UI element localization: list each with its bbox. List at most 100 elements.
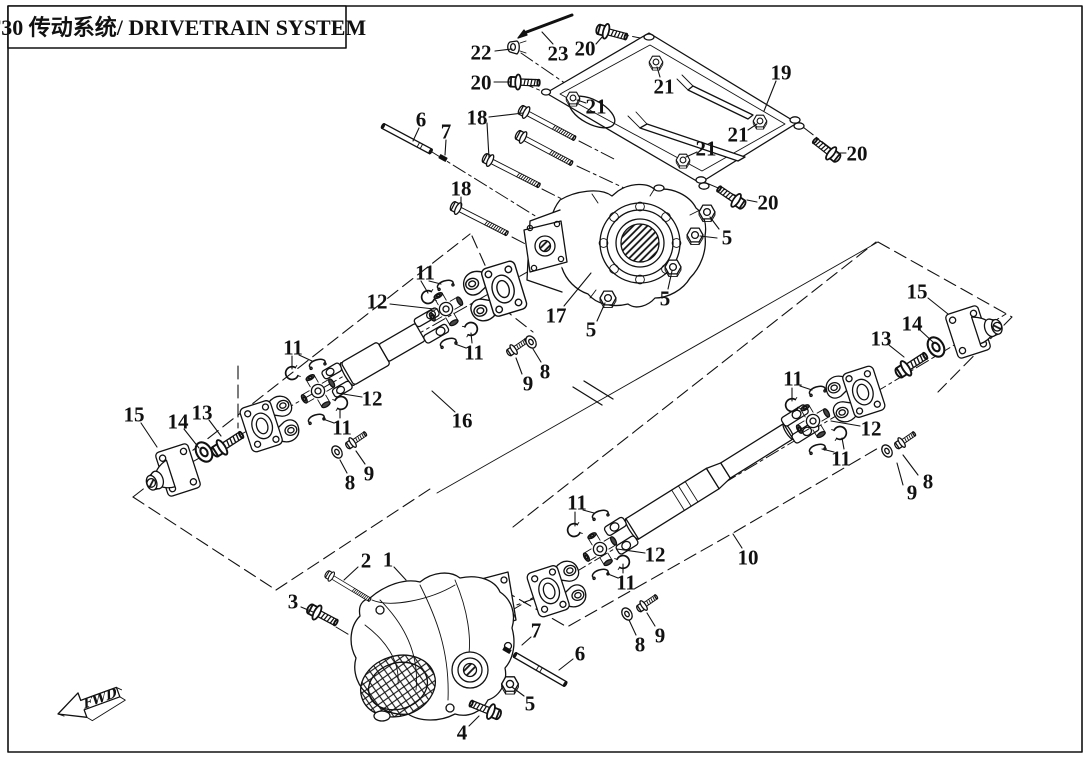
callout-leader — [208, 419, 222, 437]
callout-20: 20 — [471, 71, 492, 95]
flange-bolt-left — [207, 426, 248, 462]
callout-9: 9 — [907, 481, 918, 505]
callout-leader — [521, 636, 532, 646]
callout-leader — [336, 392, 363, 398]
callout-8: 8 — [345, 471, 356, 495]
plate-slot — [639, 123, 746, 162]
section-divider — [436, 241, 879, 494]
callout-leader — [576, 99, 587, 104]
callout-leader — [511, 686, 525, 697]
callout-leader — [595, 35, 604, 45]
front-prop-shaft — [321, 307, 450, 398]
callout-leader — [628, 619, 637, 636]
front-shaft-flange-yoke — [238, 392, 303, 454]
callout-leader — [699, 235, 718, 239]
callout-leader — [355, 450, 366, 465]
callout-13: 13 — [871, 327, 892, 351]
callout-20: 20 — [847, 142, 868, 166]
callout-7: 7 — [441, 120, 452, 144]
callout-leader — [140, 422, 158, 448]
callout-leader — [468, 715, 480, 727]
rear-input-flange — [944, 298, 1009, 360]
callout-leader — [763, 80, 777, 112]
callout-21: 21 — [586, 95, 607, 119]
callout-11: 11 — [283, 336, 303, 360]
callout-leader — [339, 459, 348, 474]
callout-6: 6 — [416, 108, 427, 132]
callout-8: 8 — [635, 633, 646, 657]
gearcase-bolt — [303, 599, 342, 631]
callout-17: 17 — [546, 304, 567, 328]
clamp-bracket — [507, 40, 527, 55]
callout-14: 14 — [168, 410, 190, 434]
callout-4: 4 — [457, 721, 468, 745]
callout-7: 7 — [531, 619, 542, 643]
callout-leader — [431, 390, 456, 413]
skid-plate — [540, 32, 805, 190]
front-output-flange — [137, 442, 202, 504]
callout-1: 1 — [383, 548, 394, 572]
callout-leader — [646, 612, 656, 627]
fwd-label: FWD — [81, 686, 119, 713]
callout-6: 6 — [575, 642, 586, 666]
callout-20: 20 — [575, 37, 596, 61]
plate-corner-mount — [540, 88, 805, 190]
callout-11: 11 — [464, 341, 484, 365]
callout-15: 15 — [124, 403, 145, 427]
gearcase-nut — [500, 676, 520, 695]
callout-11: 11 — [783, 367, 803, 391]
front-gearcase — [350, 571, 517, 722]
callout-14: 14 — [902, 312, 924, 336]
callout-leader — [709, 216, 720, 230]
callout-leader — [541, 31, 554, 45]
callout-leader — [393, 566, 407, 581]
roll-pin-bottom — [502, 646, 512, 654]
callout-leader — [656, 66, 661, 78]
rear-shaft-flange-yoke — [525, 557, 590, 619]
callout-9: 9 — [364, 462, 375, 486]
callout-10: 10 — [738, 546, 759, 570]
callout-11: 11 — [332, 416, 352, 440]
callout-leader — [494, 48, 513, 52]
callout-leader — [183, 428, 200, 449]
callout-leader — [888, 344, 905, 358]
flange-bolt-right — [891, 347, 932, 383]
callout-18: 18 — [467, 106, 488, 130]
callout-leader — [596, 302, 606, 322]
breather-hose — [517, 13, 574, 39]
callout-leader — [563, 272, 592, 307]
callout-21: 21 — [696, 137, 717, 161]
callout-leader — [821, 448, 835, 453]
callout-12: 12 — [362, 387, 383, 411]
callout-12: 12 — [861, 417, 882, 441]
callout-leader — [732, 533, 743, 549]
callout-5: 5 — [722, 226, 733, 250]
callout-21: 21 — [654, 75, 675, 99]
callout-12: 12 — [367, 290, 388, 314]
callout-leader — [667, 270, 673, 290]
callout-leader — [454, 343, 467, 349]
callout-leader — [902, 454, 919, 476]
callout-leader — [420, 280, 429, 294]
callout-leader — [343, 566, 359, 581]
plate-slot — [687, 85, 754, 120]
callout-leader — [616, 548, 646, 554]
callout-leader — [515, 357, 523, 375]
callout-11: 11 — [616, 571, 636, 595]
callout-19: 19 — [771, 61, 792, 85]
callout-leader — [685, 151, 698, 158]
callout-3: 3 — [288, 590, 299, 614]
roll-pin-top — [438, 154, 448, 162]
callout-5: 5 — [660, 287, 671, 311]
callout-5: 5 — [525, 692, 536, 716]
callout-8: 8 — [923, 470, 934, 494]
callout-leader — [747, 123, 758, 131]
callout-leader — [428, 280, 442, 285]
page-frame: F30 传动系统/ DRIVETRAIN SYSTEM — [0, 5, 1083, 753]
group-boundaries — [132, 233, 1013, 628]
callout-leader — [322, 418, 335, 424]
callout-12: 12 — [645, 543, 666, 567]
callout-5: 5 — [586, 318, 597, 342]
rear-prop-shaft — [603, 404, 820, 555]
